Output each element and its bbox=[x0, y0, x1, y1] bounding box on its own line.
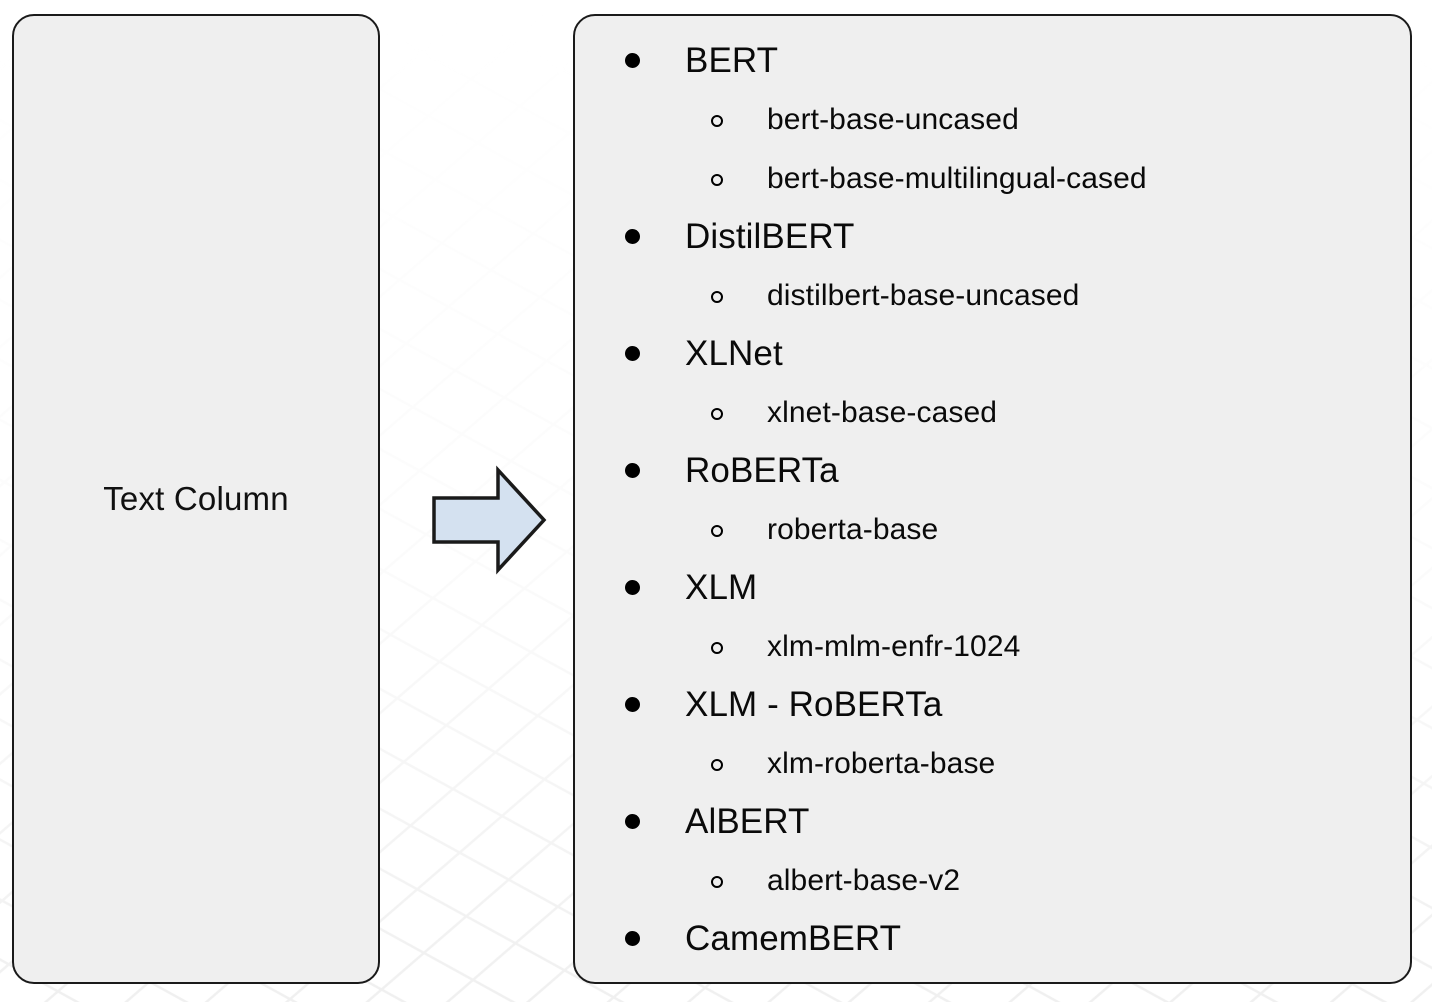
hollow-circle-bullet-icon bbox=[711, 115, 723, 127]
checkpoint-label: roberta-base bbox=[767, 513, 939, 546]
model-family-label: XLNet bbox=[685, 334, 783, 373]
model-list: BERT bert-base-uncased bert-base-multiling… bbox=[575, 32, 1410, 982]
checkpoint-list: roberta-base bbox=[575, 500, 1410, 559]
model-group: CamemBERT camembert-base bbox=[575, 910, 1410, 982]
checkpoint-label: bert-base-multilingual-cased bbox=[767, 162, 1147, 195]
model-family-label: XLM bbox=[685, 568, 758, 607]
model-group: XLNet xlnet-base-cased bbox=[575, 325, 1410, 442]
checkpoint-list: bert-base-uncased bert-base-multilingual-… bbox=[575, 90, 1410, 208]
model-family-row[interactable]: AlBERT bbox=[575, 793, 1410, 851]
filled-disc-bullet-icon bbox=[625, 814, 640, 829]
checkpoint-list: camembert-base bbox=[575, 968, 1410, 982]
filled-disc-bullet-icon bbox=[625, 463, 640, 478]
model-family-row[interactable]: BERT bbox=[575, 32, 1410, 90]
filled-disc-bullet-icon bbox=[625, 931, 640, 946]
model-family-row[interactable]: RoBERTa bbox=[575, 442, 1410, 500]
filled-disc-bullet-icon bbox=[625, 346, 640, 361]
model-family-row[interactable]: DistilBERT bbox=[575, 208, 1410, 266]
checkpoint-row[interactable]: xlm-roberta-base bbox=[575, 734, 1410, 793]
checkpoint-label: distilbert-base-uncased bbox=[767, 279, 1080, 312]
hollow-circle-bullet-icon bbox=[711, 876, 723, 888]
hollow-circle-bullet-icon bbox=[711, 408, 723, 420]
model-group: BERT bert-base-uncased bert-base-multiling… bbox=[575, 32, 1410, 208]
models-panel: BERT bert-base-uncased bert-base-multiling… bbox=[573, 14, 1412, 984]
checkpoint-row[interactable]: bert-base-multilingual-cased bbox=[575, 149, 1410, 208]
hollow-circle-bullet-icon bbox=[711, 759, 723, 771]
model-family-label: AlBERT bbox=[685, 802, 810, 841]
hollow-circle-bullet-icon bbox=[711, 642, 723, 654]
filled-disc-bullet-icon bbox=[625, 697, 640, 712]
hollow-circle-bullet-icon bbox=[711, 291, 723, 303]
model-family-label: CamemBERT bbox=[685, 919, 902, 958]
checkpoint-row[interactable]: xlm-mlm-enfr-1024 bbox=[575, 617, 1410, 676]
model-family-row[interactable]: XLM - RoBERTa bbox=[575, 676, 1410, 734]
checkpoint-label: camembert-base bbox=[767, 968, 994, 982]
checkpoint-row[interactable]: distilbert-base-uncased bbox=[575, 266, 1410, 325]
checkpoint-row[interactable]: camembert-base bbox=[575, 968, 1410, 982]
filled-disc-bullet-icon bbox=[625, 229, 640, 244]
model-group: DistilBERT distilbert-base-uncased bbox=[575, 208, 1410, 325]
checkpoint-row[interactable]: roberta-base bbox=[575, 500, 1410, 559]
text-column-label: Text Column bbox=[103, 480, 289, 517]
model-family-label: XLM - RoBERTa bbox=[685, 685, 943, 724]
filled-disc-bullet-icon bbox=[625, 580, 640, 595]
checkpoint-list: xlnet-base-cased bbox=[575, 383, 1410, 442]
model-family-row[interactable]: XLNet bbox=[575, 325, 1410, 383]
model-family-row[interactable]: XLM bbox=[575, 559, 1410, 617]
checkpoint-label: xlnet-base-cased bbox=[767, 396, 998, 429]
checkpoint-list: distilbert-base-uncased bbox=[575, 266, 1410, 325]
checkpoint-row[interactable]: albert-base-v2 bbox=[575, 851, 1410, 910]
right-arrow-icon bbox=[432, 465, 547, 575]
model-family-label: DistilBERT bbox=[685, 217, 855, 256]
model-group: XLM xlm-mlm-enfr-1024 bbox=[575, 559, 1410, 676]
checkpoint-list: xlm-roberta-base bbox=[575, 734, 1410, 793]
model-group: XLM - RoBERTa xlm-roberta-base bbox=[575, 676, 1410, 793]
checkpoint-list: albert-base-v2 bbox=[575, 851, 1410, 910]
model-family-label: RoBERTa bbox=[685, 451, 839, 490]
filled-disc-bullet-icon bbox=[625, 53, 640, 68]
checkpoint-row[interactable]: bert-base-uncased bbox=[575, 90, 1410, 149]
checkpoint-label: xlm-roberta-base bbox=[767, 747, 996, 780]
checkpoint-row[interactable]: xlnet-base-cased bbox=[575, 383, 1410, 442]
model-family-row[interactable]: CamemBERT bbox=[575, 910, 1410, 968]
model-family-label: BERT bbox=[685, 41, 779, 80]
checkpoint-label: albert-base-v2 bbox=[767, 864, 961, 897]
hollow-circle-bullet-icon bbox=[711, 174, 723, 186]
model-group: AlBERT albert-base-v2 bbox=[575, 793, 1410, 910]
model-group: RoBERTa roberta-base bbox=[575, 442, 1410, 559]
checkpoint-list: xlm-mlm-enfr-1024 bbox=[575, 617, 1410, 676]
hollow-circle-bullet-icon bbox=[711, 525, 723, 537]
checkpoint-label: xlm-mlm-enfr-1024 bbox=[767, 630, 1021, 663]
checkpoint-label: bert-base-uncased bbox=[767, 103, 1019, 136]
text-column-panel: Text Column bbox=[12, 14, 380, 984]
